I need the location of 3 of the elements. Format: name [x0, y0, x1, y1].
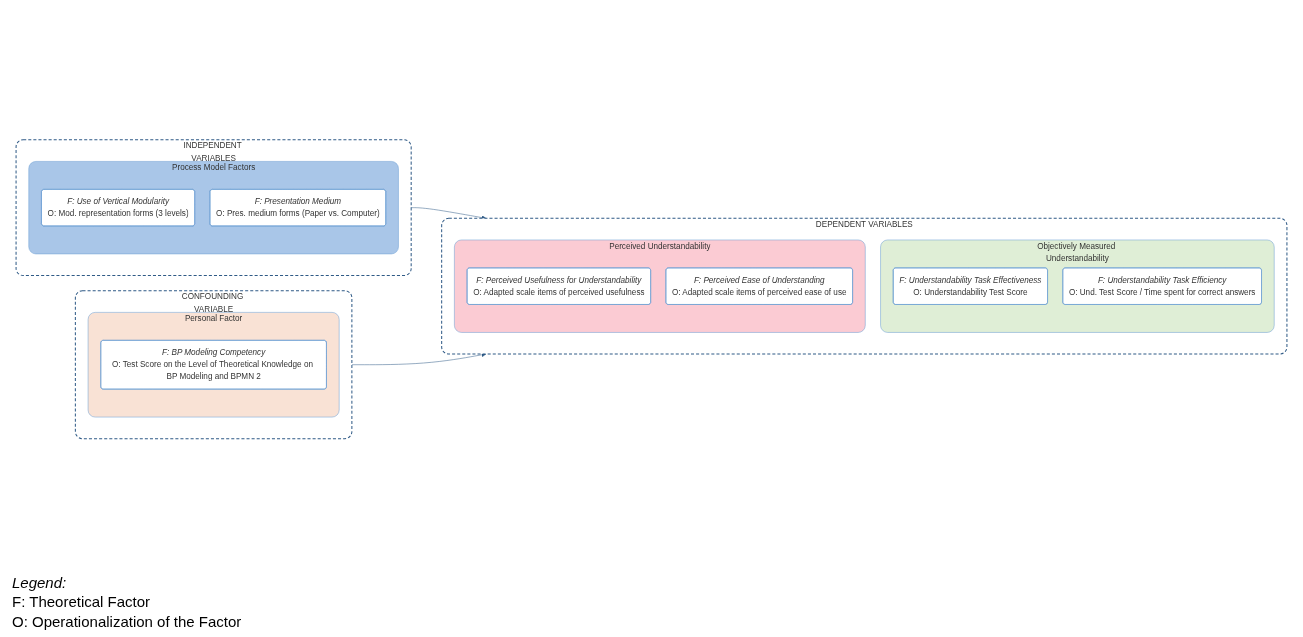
legend-note: F: Theoretical Factor — [12, 592, 152, 612]
legend-note: O: Operationalization of the Factor — [12, 611, 243, 631]
legend-heading: Legend: — [12, 572, 68, 592]
